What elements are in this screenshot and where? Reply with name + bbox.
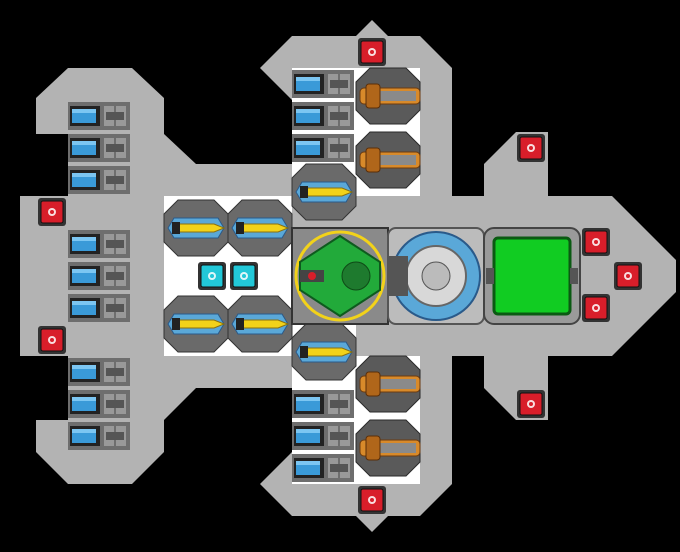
red-thruster-icon [38,198,66,226]
cyan-thruster-icon [198,262,226,290]
battery-cell-icon [68,358,130,386]
cannon-turret-icon [355,67,421,125]
battery-cell-icon [68,134,130,162]
red-thruster-icon [38,326,66,354]
battery-cell-icon [292,134,354,162]
command-core-icon [291,227,389,325]
cannon-turret-icon [355,419,421,477]
laser-turret-icon [163,199,229,257]
battery-cell-icon [68,390,130,418]
reactor-icon [387,227,485,325]
battery-cell-icon [68,294,130,322]
battery-cell-icon [292,102,354,130]
cyan-thruster-icon [230,262,258,290]
laser-turret-icon [227,199,293,257]
battery-cell-icon [68,262,130,290]
red-thruster-icon [582,294,610,322]
battery-cell-icon [68,102,130,130]
laser-turret-icon [227,295,293,353]
hull-left-nose-top [20,196,36,226]
red-thruster-icon [358,486,386,514]
battery-cell-icon [292,422,354,450]
laser-turret-icon [291,163,357,221]
red-thruster-icon [517,390,545,418]
battery-cell-icon [292,70,354,98]
cannon-turret-icon [355,131,421,189]
battery-cell-icon [292,454,354,482]
cannon-turret-icon [355,355,421,413]
shield-generator-icon [483,227,581,325]
red-thruster-icon [358,38,386,66]
hull-left-nose-bottom [20,326,36,356]
module-layer [38,38,642,514]
battery-cell-icon [68,422,130,450]
red-thruster-icon [582,228,610,256]
laser-turret-icon [291,323,357,381]
red-thruster-icon [517,134,545,162]
battery-cell-icon [68,230,130,258]
red-thruster-icon [614,262,642,290]
battery-cell-icon [292,390,354,418]
battery-cell-icon [68,166,130,194]
laser-turret-icon [163,295,229,353]
